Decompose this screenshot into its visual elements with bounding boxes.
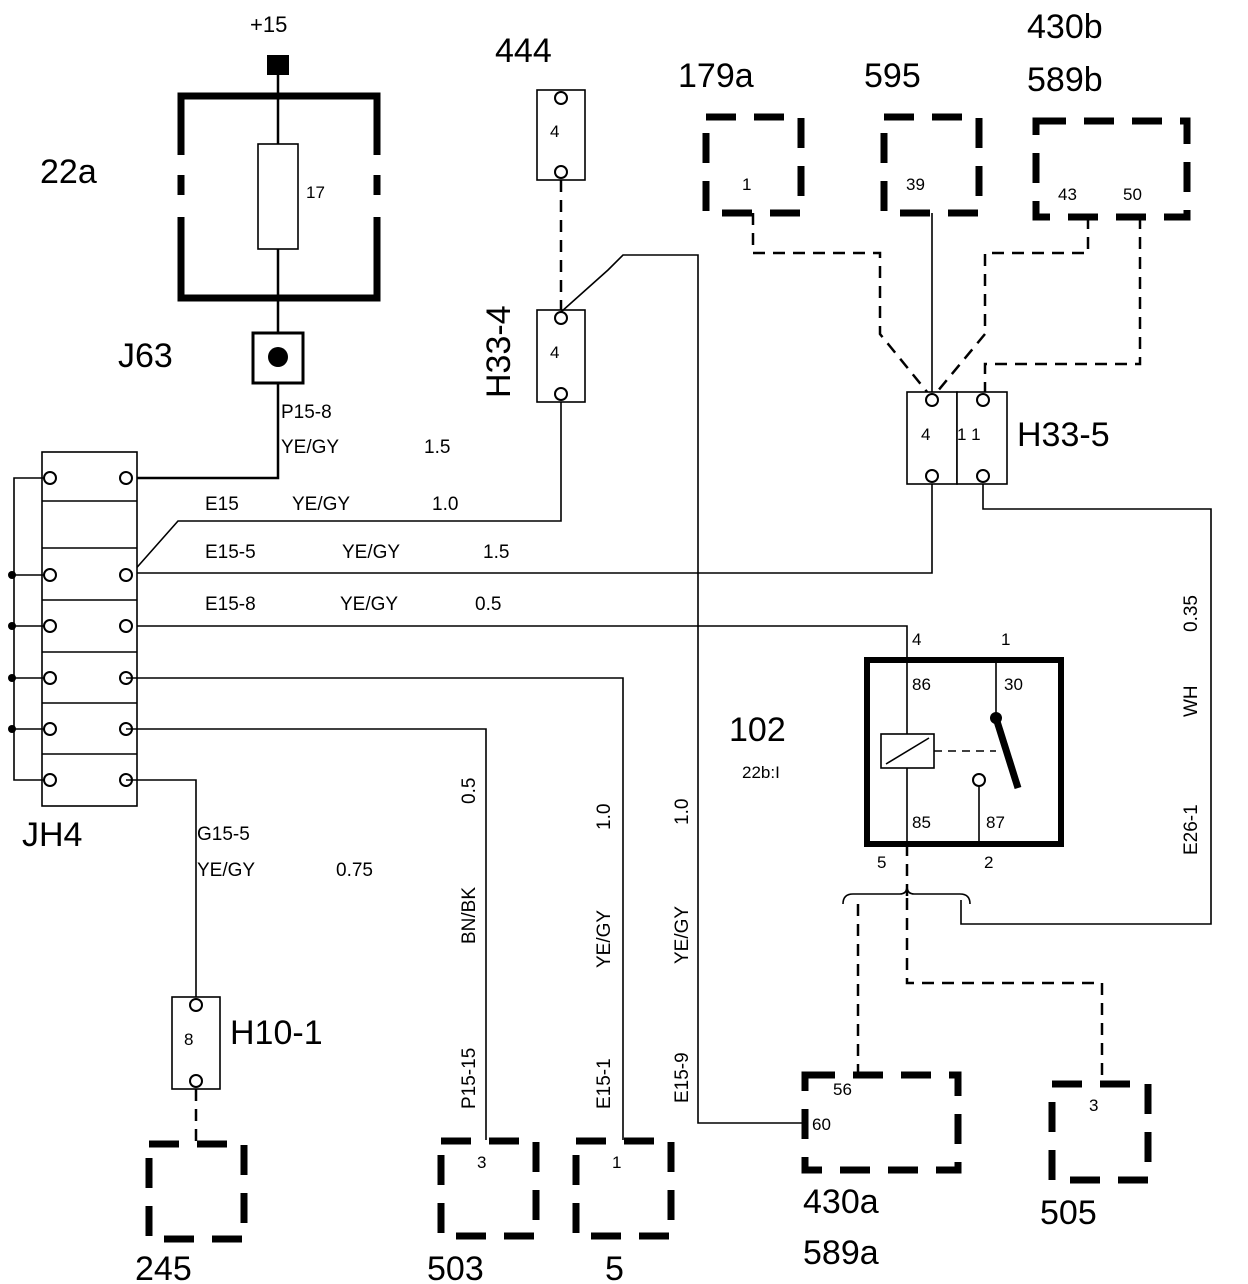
connector-h10-1-pin: 8 bbox=[184, 1030, 193, 1049]
connector-430b-label: 430b bbox=[1027, 8, 1103, 46]
wire-e15-5-id: E15-5 bbox=[205, 542, 256, 563]
wire-e15-8-color: YE/GY bbox=[340, 594, 398, 615]
fuse-box-22a: 22a bbox=[40, 92, 383, 302]
j63-label: J63 bbox=[118, 337, 173, 375]
connector-505-pin: 3 bbox=[1089, 1096, 1098, 1115]
connector-179a bbox=[702, 113, 805, 217]
connector-179a-pin: 1 bbox=[742, 175, 751, 194]
relay-term-5: 5 bbox=[877, 853, 886, 872]
connector-430a-589a bbox=[801, 1071, 962, 1174]
relay-pin-86: 86 bbox=[912, 675, 931, 694]
wire-e15-5-color: YE/GY bbox=[342, 542, 400, 563]
wire-e15-5-size: 1.5 bbox=[483, 542, 509, 563]
connector-430b-pin-50: 50 bbox=[1123, 185, 1142, 204]
wire-e15-9-size: 1.0 bbox=[672, 799, 693, 825]
connector-h33-5-pin-1: 1 1 bbox=[957, 425, 981, 444]
connector-595-label: 595 bbox=[864, 57, 921, 95]
connector-h33-5-label: H33-5 bbox=[1017, 416, 1110, 454]
supply-terminal: +15 bbox=[250, 12, 289, 75]
connector-444-label: 444 bbox=[495, 32, 552, 70]
relay-pin-85: 85 bbox=[912, 813, 931, 832]
connector-589b-label: 589b bbox=[1027, 61, 1103, 99]
connector-430a-pin-60: 60 bbox=[812, 1115, 831, 1134]
wire-p15-15-size: 0.5 bbox=[459, 778, 480, 804]
wire-p15-8-size: 1.5 bbox=[424, 437, 450, 458]
wire-g15-5-color: YE/GY bbox=[197, 860, 255, 881]
connector-503-label: 503 bbox=[427, 1250, 484, 1284]
connector-430a-label: 430a bbox=[803, 1183, 879, 1221]
connector-503 bbox=[437, 1137, 540, 1240]
connector-h33-5: 4 1 1 bbox=[906, 391, 1008, 485]
connector-245 bbox=[145, 1140, 248, 1243]
connector-444-pin: 4 bbox=[550, 122, 559, 141]
relay-number: 102 bbox=[729, 711, 786, 749]
wire-e26-1-id: E26-1 bbox=[1181, 804, 1202, 855]
relay-102: 86 30 85 87 bbox=[864, 657, 1064, 847]
splice-j63: J63 bbox=[118, 331, 305, 385]
wire-e26-1-size: 0.35 bbox=[1181, 595, 1202, 632]
connector-503-pin: 3 bbox=[477, 1153, 486, 1172]
connector-h10-1-label: H10-1 bbox=[230, 1014, 323, 1052]
relay-term-1: 1 bbox=[1001, 630, 1010, 649]
wire-p15-15-color: BN/BK bbox=[459, 887, 480, 944]
wire-p15-8-id: P15-8 bbox=[281, 402, 332, 423]
wire-p15-15-id: P15-15 bbox=[459, 1048, 480, 1109]
connector-505-label: 505 bbox=[1040, 1194, 1097, 1232]
connector-595-pin: 39 bbox=[906, 175, 925, 194]
wire-e26-1-color: WH bbox=[1181, 685, 1202, 717]
fuse-box-label: 22a bbox=[40, 153, 97, 191]
splice-jh4-label: JH4 bbox=[22, 816, 82, 854]
supply-label: +15 bbox=[250, 12, 287, 37]
wire-e15-9-id: E15-9 bbox=[672, 1052, 693, 1103]
wire-e15-id: E15 bbox=[205, 494, 239, 515]
relay-reference: 22b:I bbox=[742, 763, 780, 782]
connector-595 bbox=[880, 113, 983, 217]
connector-5-pin: 1 bbox=[612, 1153, 621, 1172]
wire-e15-8-size: 0.5 bbox=[475, 594, 501, 615]
connector-h33-4: 4 bbox=[536, 309, 586, 403]
relay-pin-30: 30 bbox=[1004, 675, 1023, 694]
connector-179a-label: 179a bbox=[678, 57, 754, 95]
connector-245-label: 245 bbox=[135, 1250, 192, 1284]
wire-g15-5-size: 0.75 bbox=[336, 860, 373, 881]
connector-h33-4-pin: 4 bbox=[550, 343, 559, 362]
connector-444: 4 bbox=[536, 89, 586, 181]
connector-h10-1: 8 bbox=[171, 996, 221, 1090]
connector-h33-4-label: H33-4 bbox=[480, 305, 518, 398]
connector-430a-pin-56: 56 bbox=[833, 1080, 852, 1099]
wire-p15-8-color: YE/GY bbox=[281, 437, 339, 458]
connector-505 bbox=[1048, 1080, 1152, 1184]
wire-e15-1-id: E15-1 bbox=[594, 1058, 615, 1109]
connector-589a-label: 589a bbox=[803, 1234, 879, 1272]
wire-e15-1-color: YE/GY bbox=[594, 910, 615, 968]
connector-5-label: 5 bbox=[605, 1250, 624, 1284]
relay-term-2: 2 bbox=[984, 853, 993, 872]
connector-430b-pin-43: 43 bbox=[1058, 185, 1077, 204]
relay-term-4: 4 bbox=[912, 630, 921, 649]
relay-pin-87: 87 bbox=[986, 813, 1005, 832]
connector-430b-589b bbox=[1032, 117, 1191, 221]
wire-e15-1-size: 1.0 bbox=[594, 804, 615, 830]
splice-jh4 bbox=[8, 451, 138, 807]
fuse-17: 17 bbox=[257, 143, 325, 250]
connector-5 bbox=[572, 1137, 675, 1240]
wire-e15-size: 1.0 bbox=[432, 494, 458, 515]
fuse-label: 17 bbox=[306, 183, 325, 202]
wire-e15-color: YE/GY bbox=[292, 494, 350, 515]
wire-g15-5-id: G15-5 bbox=[197, 824, 250, 845]
connector-h33-5-pin-4: 4 bbox=[921, 425, 930, 444]
wire-e15-9-color: YE/GY bbox=[672, 906, 693, 964]
wire-e15-8-id: E15-8 bbox=[205, 594, 256, 615]
